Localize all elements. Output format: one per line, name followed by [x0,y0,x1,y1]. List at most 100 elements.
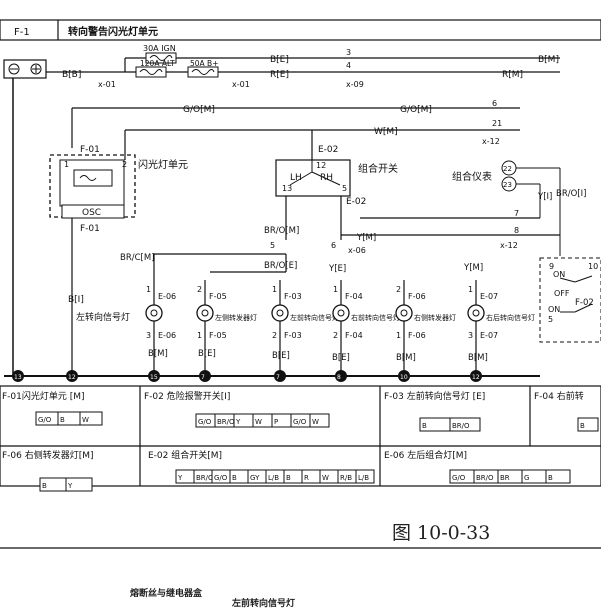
ground-7 [398,370,410,382]
combo-code-top: E-02 [318,145,338,155]
lamp-3 [271,304,289,322]
pin-e02-11 [355,469,375,484]
lamp-5 [395,304,413,322]
combo-rh: RH [320,173,333,183]
svg-text:10: 10 [588,262,598,271]
svg-text:B[E]: B[E] [198,349,216,359]
svg-text:B: B [422,422,427,430]
panel-f03-title: F-03 左前转向信号灯 [E] [384,390,485,402]
svg-text:5: 5 [342,184,347,193]
wire-bi: B[I] [68,295,84,305]
svg-text:W: W [322,474,329,482]
svg-text:F-03: F-03 [284,292,302,301]
svg-text:F-05: F-05 [209,331,227,340]
wire-yi: Y[I] [537,192,552,202]
flasher-label: 闪光灯单元 [138,158,188,171]
svg-text:1: 1 [272,285,277,294]
svg-text:2: 2 [122,160,127,169]
svg-text:2: 2 [333,331,338,340]
svg-text:Y: Y [177,474,183,482]
bottom-label-front-turn: 左前转向信号灯 [232,599,296,609]
conn-x09: x-09 [346,80,364,89]
svg-text:E-07: E-07 [480,292,498,301]
svg-text:E-06: E-06 [158,292,176,301]
combo-label: 组合开关 [358,162,398,175]
wire-ye: Y[E] [328,264,346,274]
svg-text:Y[M]: Y[M] [463,263,483,273]
svg-text:1: 1 [396,331,401,340]
svg-text:3: 3 [146,331,151,340]
panel-e02-title: E-02 组合开关[M] [148,449,222,461]
svg-text:B[E]: B[E] [272,351,290,361]
svg-text:G/O: G/O [452,474,466,482]
svg-text:F-04: F-04 [345,331,363,340]
svg-text:G/O: G/O [198,418,212,426]
svg-text:BR/O: BR/O [217,418,235,426]
svg-text:2: 2 [272,331,277,340]
conn-x06: x-06 [348,246,366,255]
header-code: F-1 [14,27,30,38]
wire-bm: B[M] [538,55,559,65]
wire-wm: W[M] [374,127,398,137]
svg-text:1: 1 [468,285,473,294]
wire-bro-m: BR/O[M] [264,226,299,236]
svg-text:OFF: OFF [554,289,570,298]
svg-text:G/O: G/O [214,474,228,482]
pin-e06-5 [545,469,571,484]
svg-text:B[E]: B[E] [332,353,350,363]
pin-f03-2 [449,417,481,432]
wire-bro-i: BR/O[I] [556,189,586,199]
svg-text:9: 9 [549,262,554,271]
conn-x12a: x-12 [482,137,500,146]
svg-text:Y: Y [235,418,241,426]
svg-text:5: 5 [270,241,275,250]
svg-text:F-02: F-02 [575,298,594,308]
wire-ym: Y[M] [356,233,376,243]
svg-text:1: 1 [64,160,69,169]
svg-text:12: 12 [472,374,480,381]
fuse-alt: 120A ALT [140,59,175,68]
svg-text:13: 13 [282,184,292,193]
fuse-bplus: 50A B+ [190,59,219,68]
bottom-label-fuse: 熔断丝与继电器盒 [130,589,203,599]
lamp-label-5: 右侧转发器灯 [414,313,456,322]
panel-f01-title: F-01闪光灯单元 [M] [2,390,85,402]
svg-text:E-07: E-07 [480,331,498,340]
wire-bb: B[B] [62,70,81,80]
ground-4 [199,370,211,382]
svg-text:F-04: F-04 [345,292,363,301]
ground-1 [12,370,24,382]
svg-text:1: 1 [333,285,338,294]
ground-3 [148,370,160,382]
svg-text:3: 3 [346,48,351,57]
svg-text:8: 8 [514,226,519,235]
svg-text:2: 2 [396,285,401,294]
svg-text:12: 12 [316,161,326,170]
conn-x01a: x-01 [98,80,116,89]
svg-text:1: 1 [197,331,202,340]
svg-text:W: W [312,418,319,426]
svg-text:8: 8 [337,374,341,381]
lamp-2 [196,304,214,322]
svg-text:B[M]: B[M] [148,349,168,359]
pin-f02-7 [309,413,330,428]
svg-text:BR/O: BR/O [476,474,494,482]
svg-text:GY: GY [250,474,260,482]
wire-bro-e: BR/O[E] [264,261,297,271]
svg-text:W: W [82,416,89,424]
wire-gom: G/O[M] [183,105,215,115]
wire-rm: R[M] [502,70,523,80]
svg-text:W: W [255,418,262,426]
svg-text:4: 4 [346,61,351,70]
svg-text:P: P [274,418,278,426]
figure-caption: 图 10-0-33 [392,522,491,544]
panel-f06-title: F-06 右侧转发器灯[M] [2,449,94,461]
fuse-ign: 30A IGN [143,44,176,53]
lamp-label-2: 左侧转发器灯 [215,313,257,322]
svg-text:22: 22 [503,165,512,173]
svg-text:7: 7 [276,374,280,381]
flasher-code-bottom: F-01 [80,224,100,234]
lamp-label-4: 右前转向信号灯 [351,313,400,322]
svg-text:1: 1 [146,285,151,294]
ground-8 [470,370,482,382]
